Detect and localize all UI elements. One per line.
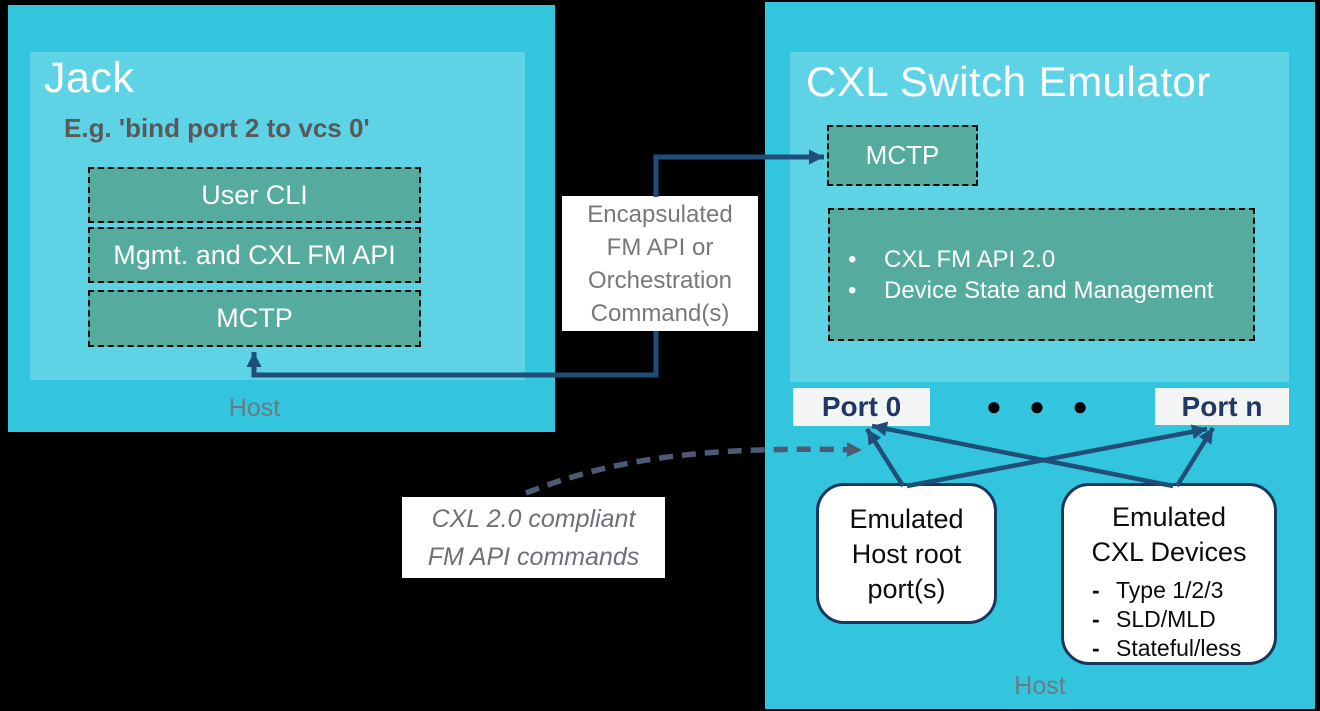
- fm-api-bullet-text: CXL FM API 2.0: [884, 245, 1056, 273]
- encapsulated-note-line: FM API or: [606, 233, 714, 261]
- module-mctp-right-label: MCTP: [865, 140, 940, 170]
- emulated-host-root-line: Emulated: [849, 504, 964, 534]
- module-mgmt-cxl-fm-api: Mgmt. and CXL FM API: [88, 227, 421, 283]
- fm-api-module: • CXL FM API 2.0 • Device State and Mana…: [828, 208, 1255, 341]
- encapsulated-note-line: Command(s): [590, 299, 730, 327]
- device-item-text: Stateful/less: [1116, 635, 1242, 661]
- emulated-host-root-line: port(s): [867, 574, 946, 604]
- module-mctp-left-label: MCTP: [216, 303, 293, 333]
- module-mgmt-label: Mgmt. and CXL FM API: [113, 239, 396, 270]
- ellipsis-dot: ●: [1029, 391, 1045, 421]
- host-label-left: Host: [228, 394, 281, 422]
- device-list-item: - Stateful/less: [1092, 634, 1274, 663]
- emulated-cxl-devices-title-line: CXL Devices: [1091, 537, 1247, 567]
- bullet-icon: •: [848, 276, 857, 304]
- cxl-compliant-note: CXL 2.0 compliant FM API commands: [402, 497, 665, 578]
- port-0-box: Port 0: [793, 388, 930, 426]
- fm-api-bullet-text: Device State and Management: [884, 276, 1214, 304]
- emulator-title: CXL Switch Emulator: [806, 58, 1211, 105]
- jack-title: Jack: [44, 54, 135, 102]
- module-mctp-left: MCTP: [88, 290, 421, 347]
- device-item-text: SLD/MLD: [1116, 606, 1216, 632]
- ports-ellipsis: ● ● ●: [986, 393, 1088, 419]
- fm-api-bullet-row: • Device State and Management: [844, 275, 1253, 306]
- cxl-compliant-note-line: FM API commands: [427, 542, 640, 571]
- device-list-item: - SLD/MLD: [1092, 605, 1274, 634]
- emulated-cxl-devices-title-line: Emulated: [1111, 502, 1227, 532]
- ellipsis-dot: ●: [1072, 391, 1088, 421]
- bind-example-text: E.g. 'bind port 2 to vcs 0': [64, 113, 370, 143]
- port-n-box: Port n: [1155, 388, 1289, 425]
- module-user-cli-label: User CLI: [201, 179, 308, 210]
- device-item-text: Type 1/2/3: [1116, 577, 1224, 603]
- dash-icon: -: [1092, 635, 1100, 661]
- encapsulated-note: Encapsulated FM API or Orchestration Com…: [562, 196, 758, 331]
- encapsulated-note-line: Orchestration: [587, 266, 733, 294]
- ellipsis-dot: ●: [986, 391, 1002, 421]
- emulated-cxl-devices-node: Emulated CXL Devices - Type 1/2/3 - SLD/…: [1061, 483, 1277, 665]
- port-n-label: Port n: [1181, 390, 1263, 422]
- module-mctp-right: MCTP: [827, 125, 978, 186]
- emulated-host-root-line: Host root: [851, 539, 962, 569]
- host-label-right: Host: [1014, 672, 1066, 700]
- emulated-host-root-node: Emulated Host root port(s): [816, 483, 997, 624]
- port-0-label: Port 0: [821, 391, 902, 422]
- module-user-cli: User CLI: [88, 167, 421, 223]
- cxl-compliant-note-line: CXL 2.0 compliant: [431, 504, 636, 533]
- bullet-icon: •: [848, 245, 857, 273]
- device-list-item: - Type 1/2/3: [1092, 576, 1274, 605]
- dash-icon: -: [1092, 577, 1100, 603]
- encapsulated-note-line: Encapsulated: [587, 200, 733, 228]
- dash-icon: -: [1092, 606, 1100, 632]
- fm-api-bullet-row: • CXL FM API 2.0: [844, 244, 1253, 275]
